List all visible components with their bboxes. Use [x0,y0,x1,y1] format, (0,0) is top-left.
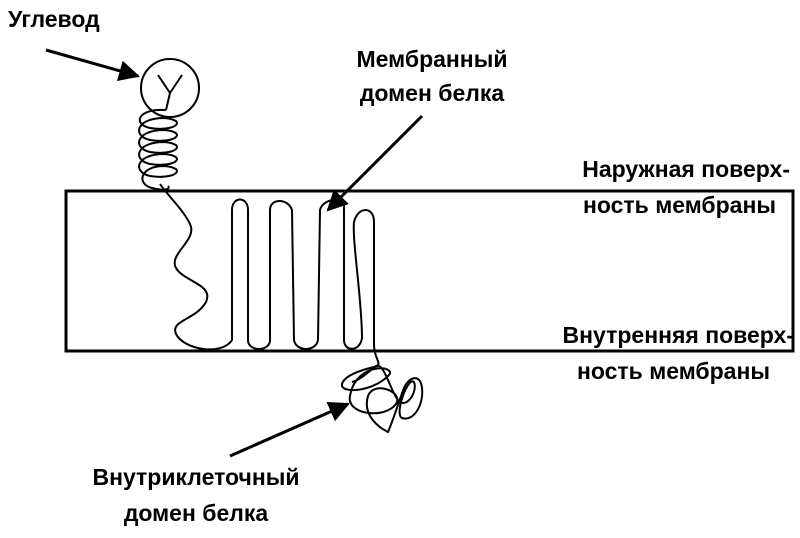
arrow-intracellular-domain [229,402,350,458]
label-inner-surface-line1: Внутренняя поверх- [562,322,794,348]
label-outer-surface-line2: ность мембраны [582,192,776,218]
arrow-membrane-domain [326,114,424,212]
label-outer-surface-line1: Наружная поверх- [582,156,790,182]
protein-chain [159,183,380,367]
membrane-rectangle [64,189,795,353]
carbohydrate-icon [140,58,200,118]
arrow-carbohydrate [45,48,141,81]
label-membrane-domain-line2: домен белка [359,80,505,106]
label-membrane-domain-line1: Мембранный [356,46,508,72]
label-intracellular-domain-line2: домен белка [123,500,269,526]
intracellular-domain-tangle [341,364,424,434]
protein-helix [138,108,178,191]
label-inner-surface-line2: ность мембраны [576,358,770,384]
label-carbohydrate: Углевод [8,6,100,32]
label-intracellular-domain-line1: Внутриклеточный [92,464,300,490]
